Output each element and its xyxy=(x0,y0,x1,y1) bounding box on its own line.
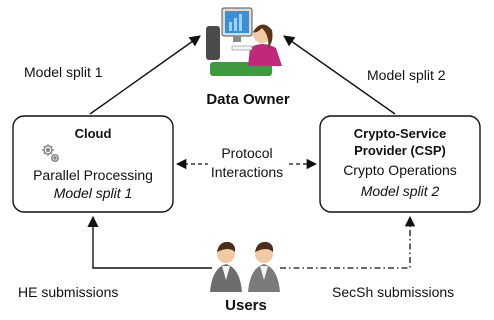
arrow-users-to-csp xyxy=(280,215,416,269)
cloud-line2: Model split 1 xyxy=(54,185,133,201)
secsh-submissions-label: SecSh submissions xyxy=(332,284,454,300)
csp-title-line2: Provider (CSP) xyxy=(354,143,446,158)
csp-line1: Crypto Operations xyxy=(343,162,457,178)
csp-box xyxy=(319,115,481,213)
cloud-title: Cloud xyxy=(75,126,112,141)
cloud-box xyxy=(12,115,174,213)
protocol-label-line2: Interactions xyxy=(211,164,283,180)
data-owner-label: Data Owner xyxy=(206,91,290,108)
gears-icon xyxy=(42,144,59,163)
he-submissions-label: HE submissions xyxy=(18,284,118,300)
arrow-csp-to-owner xyxy=(283,35,396,115)
protocol-label-line1: Protocol xyxy=(221,145,272,161)
model-split-1-label: Model split 1 xyxy=(24,64,103,80)
data-owner-icon xyxy=(206,7,282,76)
cloud-line1: Parallel Processing xyxy=(33,167,153,183)
arrow-users-to-cloud xyxy=(87,215,212,269)
model-split-2-label: Model split 2 xyxy=(367,67,446,83)
arrow-cloud-to-owner xyxy=(89,35,201,115)
users-label: Users xyxy=(225,297,267,314)
users-icon xyxy=(210,241,280,292)
csp-title-line1: Crypto-Service xyxy=(354,126,446,141)
csp-line2: Model split 2 xyxy=(361,183,440,199)
